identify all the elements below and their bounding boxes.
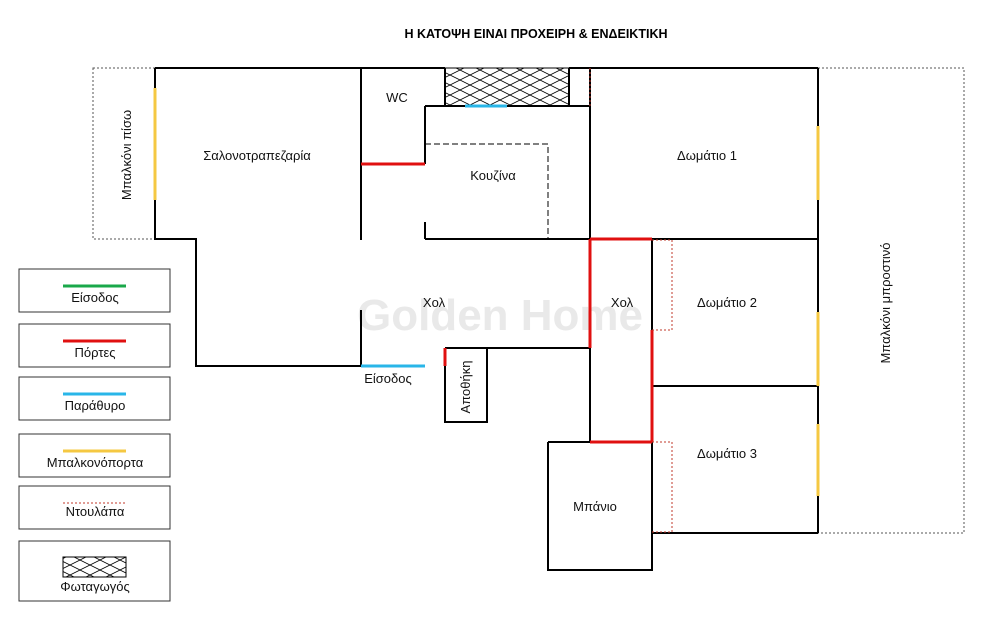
- doors: [361, 162, 654, 444]
- hall-2-label: Χολ: [611, 295, 634, 310]
- legend-label: Ντουλάπα: [66, 504, 125, 519]
- wardrobe-room-2: [652, 239, 673, 331]
- legend-label: Πόρτες: [74, 345, 115, 360]
- entrance-label: Είσοδος: [364, 371, 412, 386]
- kitchen-counter-outline: [425, 143, 549, 239]
- legend-item-entrance: Είσοδος: [18, 268, 171, 313]
- windows: [361, 104, 507, 368]
- legend-item-window: Παράθυρο: [18, 376, 171, 421]
- front-balcony-label: Μπαλκόνι μπροστινό: [878, 242, 893, 363]
- room-2-label: Δωμάτιο 2: [697, 295, 757, 310]
- bathroom-label: Μπάνιο: [573, 499, 617, 514]
- wardrobe-room-3: [652, 441, 673, 533]
- legend: Είσοδος Πόρτες Παράθυρο Μπαλκονόπορτα Ντ…: [18, 268, 171, 602]
- legend-label: Παράθυρο: [65, 398, 126, 413]
- legend-item-wardrobe: Ντουλάπα: [18, 485, 171, 530]
- crosshatch-swatch: [62, 556, 127, 578]
- wc-label: WC: [386, 90, 408, 105]
- balcony-doors: [153, 88, 820, 496]
- plan-title: Η ΚΑΤΟΨΗ ΕΙΝΑΙ ΠΡΟΧΕΙΡΗ & ΕΝΔΕΙΚΤΙΚΗ: [405, 27, 668, 41]
- light-well: [444, 67, 570, 107]
- hall-main-label: Χολ: [423, 295, 446, 310]
- legend-item-doors: Πόρτες: [18, 323, 171, 368]
- wardrobes: [589, 68, 673, 533]
- storage-label: Αποθήκη: [458, 361, 473, 414]
- legend-label: Φωταγωγός: [60, 579, 129, 594]
- back-balcony-outline: [92, 67, 156, 240]
- room-1-label: Δωμάτιο 1: [677, 148, 737, 163]
- room-3-label: Δωμάτιο 3: [697, 446, 757, 461]
- legend-item-light-well: Φωταγωγός: [18, 540, 171, 602]
- legend-item-balcony-door: Μπαλκονόπορτα: [18, 433, 171, 478]
- back-balcony-label: Μπαλκόνι πίσω: [119, 110, 134, 200]
- watermark: Golden Home: [357, 291, 643, 340]
- living-dining-label: Σαλονοτραπεζαρία: [203, 148, 311, 163]
- legend-label: Είσοδος: [71, 290, 119, 305]
- legend-label: Μπαλκονόπορτα: [47, 455, 144, 470]
- kitchen-label: Κουζίνα: [470, 168, 516, 183]
